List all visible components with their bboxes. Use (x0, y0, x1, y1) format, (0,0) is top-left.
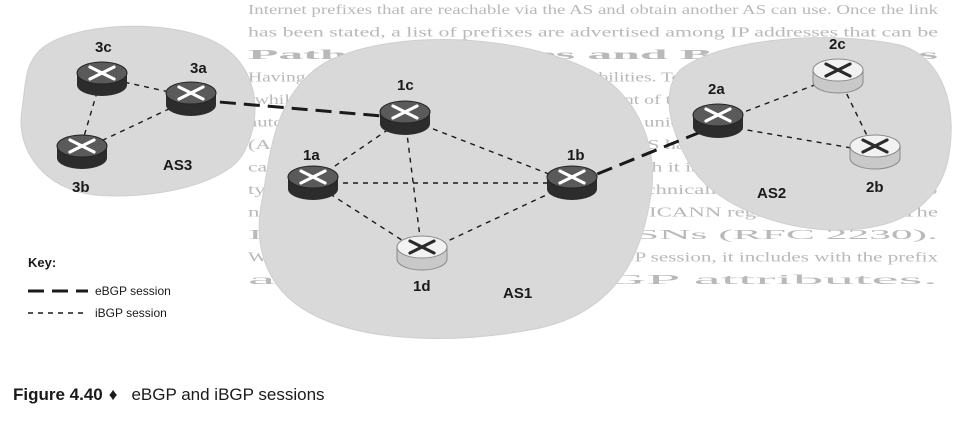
background-text-line: Internet prefixes that are reachable via… (248, 3, 938, 18)
label-2a: 2a (708, 81, 725, 98)
label-2b: 2b (866, 179, 884, 196)
key-ebgp-label: eBGP session (95, 284, 171, 298)
as1-cloud (258, 39, 653, 339)
label-1b: 1b (567, 147, 585, 164)
as1-label: AS1 (503, 285, 532, 302)
ibgp-1b-1d (421, 182, 573, 254)
ebgp-3a-1c (195, 98, 406, 120)
figure-title: eBGP and iBGP sessions (131, 385, 325, 404)
key-ibgp-label: iBGP session (95, 306, 167, 320)
ibgp-1c-1d (404, 117, 423, 254)
router-2c-icon (811, 57, 865, 95)
background-text-line: has been stated, a list of prefixes are … (248, 26, 938, 41)
figure-caption: Figure 4.40 ♦ eBGP and iBGP sessions (13, 385, 325, 405)
router-3b-icon (55, 133, 109, 171)
router-1d-icon (395, 234, 449, 272)
caption-separator: ♦ (108, 385, 118, 404)
router-1b-icon (545, 164, 599, 202)
ibgp-2a-2b (717, 124, 876, 153)
label-3a: 3a (190, 60, 207, 77)
as2-label: AS2 (757, 185, 786, 202)
router-3a-icon (164, 80, 218, 118)
router-labels: 3c 3a 3b 1c 1a 1b 1d 2a 2c 2b (72, 36, 884, 295)
label-1d: 1d (413, 278, 431, 295)
figure-number: Figure 4.40 (13, 385, 103, 404)
label-3b: 3b (72, 179, 90, 196)
legend-key: Key: eBGP session iBGP session (28, 255, 171, 320)
router-1a-icon (286, 164, 340, 202)
label-1a: 1a (303, 147, 320, 164)
key-title: Key: (28, 255, 56, 270)
router-3c-icon (75, 60, 129, 98)
router-2b-icon (848, 133, 902, 171)
as2-cloud (668, 37, 952, 231)
ebgp-1b-2a (574, 123, 719, 185)
label-1c: 1c (397, 77, 414, 94)
router-2a-icon (691, 102, 745, 140)
as3-cloud (20, 25, 256, 197)
label-2c: 2c (829, 36, 846, 53)
label-3c: 3c (95, 39, 112, 56)
router-1c-icon (378, 99, 432, 137)
as3-label: AS3 (163, 157, 192, 174)
